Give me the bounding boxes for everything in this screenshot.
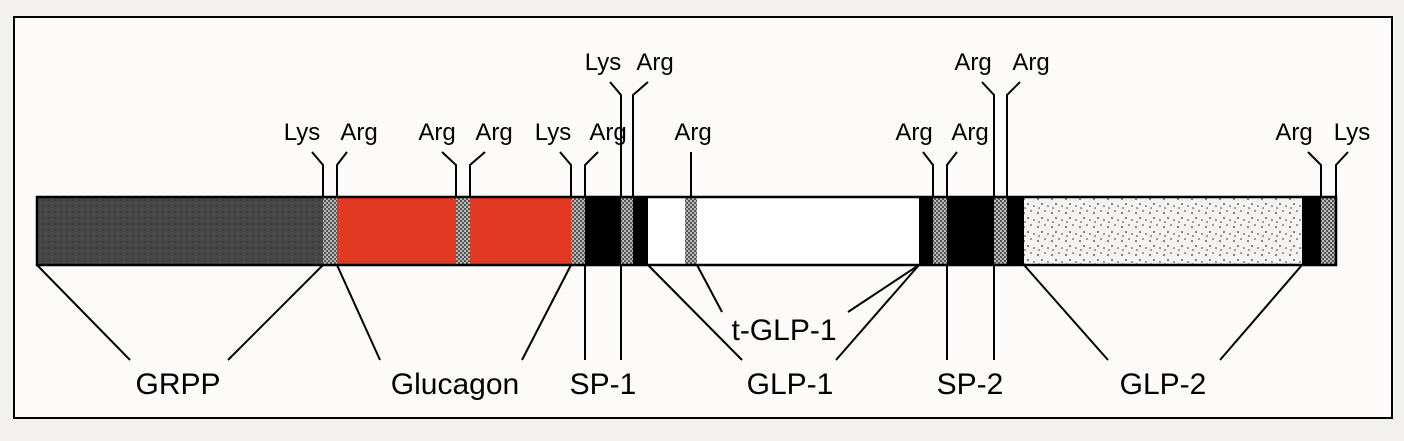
site-label-arg-8: Arg (951, 119, 988, 146)
site-label-lys-4: Lys (1334, 119, 1370, 146)
grpp-domain (37, 197, 323, 265)
peptide-label-grpp: GRPP (135, 368, 220, 401)
cleavage-site-arg-arg-2 (933, 197, 947, 265)
peptide-label-glucagon: Glucagon (391, 368, 519, 401)
site-label-arg-2: Arg (418, 119, 455, 146)
cleavage-site-labels: Lys Arg Arg Arg Lys Arg Lys Arg Arg Arg … (284, 49, 1370, 146)
peptide-leader-lines (36, 264, 1303, 361)
peptide-label-glp1: GLP-1 (747, 368, 834, 401)
cleavage-site-lys-arg-2 (571, 197, 585, 265)
protein-bar (35, 195, 1338, 267)
site-leader-lines (311, 81, 1349, 197)
sp1-domain (585, 197, 621, 265)
site-label-arg-10: Arg (1012, 49, 1049, 76)
spacer-domain-3 (1007, 197, 1024, 265)
site-label-arg-1: Arg (340, 119, 377, 146)
protein-bar-outline (35, 195, 1338, 267)
site-label-arg-4: Arg (589, 119, 626, 146)
glp1-domain-b (697, 197, 919, 265)
site-label-arg-6: Arg (674, 119, 711, 146)
peptide-label-sp1: SP-1 (570, 368, 637, 401)
cleavage-site-arg-arg-3 (994, 197, 1007, 265)
peptide-labels: GRPP Glucagon SP-1 GLP-1 t-GLP-1 SP-2 GL… (135, 314, 1206, 401)
cleavage-site-arg-lys (1321, 197, 1336, 265)
glucagon-domain-a (337, 197, 456, 265)
site-label-arg-9: Arg (954, 49, 991, 76)
peptide-label-glp2: GLP-2 (1120, 368, 1207, 401)
spacer-domain-2 (919, 197, 933, 265)
site-label-arg-3: Arg (475, 119, 512, 146)
spacer-domain-4 (1302, 197, 1321, 265)
cleavage-site-arg-1 (685, 197, 697, 265)
site-label-arg-11: Arg (1275, 119, 1312, 146)
glp1-domain-a (648, 197, 685, 265)
glp2-domain (1024, 197, 1302, 265)
sp2-domain (947, 197, 994, 265)
cleavage-site-arg-arg-1 (456, 197, 470, 265)
peptide-label-t-glp1: t-GLP-1 (731, 314, 836, 347)
site-label-lys-2: Lys (535, 119, 571, 146)
cleavage-site-lys-arg-3 (621, 197, 633, 265)
site-label-lys-3: Lys (585, 49, 621, 76)
cleavage-site-lys-arg-1 (323, 197, 337, 265)
site-label-arg-5: Arg (636, 49, 673, 76)
glucagon-domain-b (470, 197, 571, 265)
spacer-domain-1 (633, 197, 648, 265)
peptide-label-sp2: SP-2 (937, 368, 1004, 401)
site-label-arg-7: Arg (895, 119, 932, 146)
site-label-lys-1: Lys (284, 119, 320, 146)
